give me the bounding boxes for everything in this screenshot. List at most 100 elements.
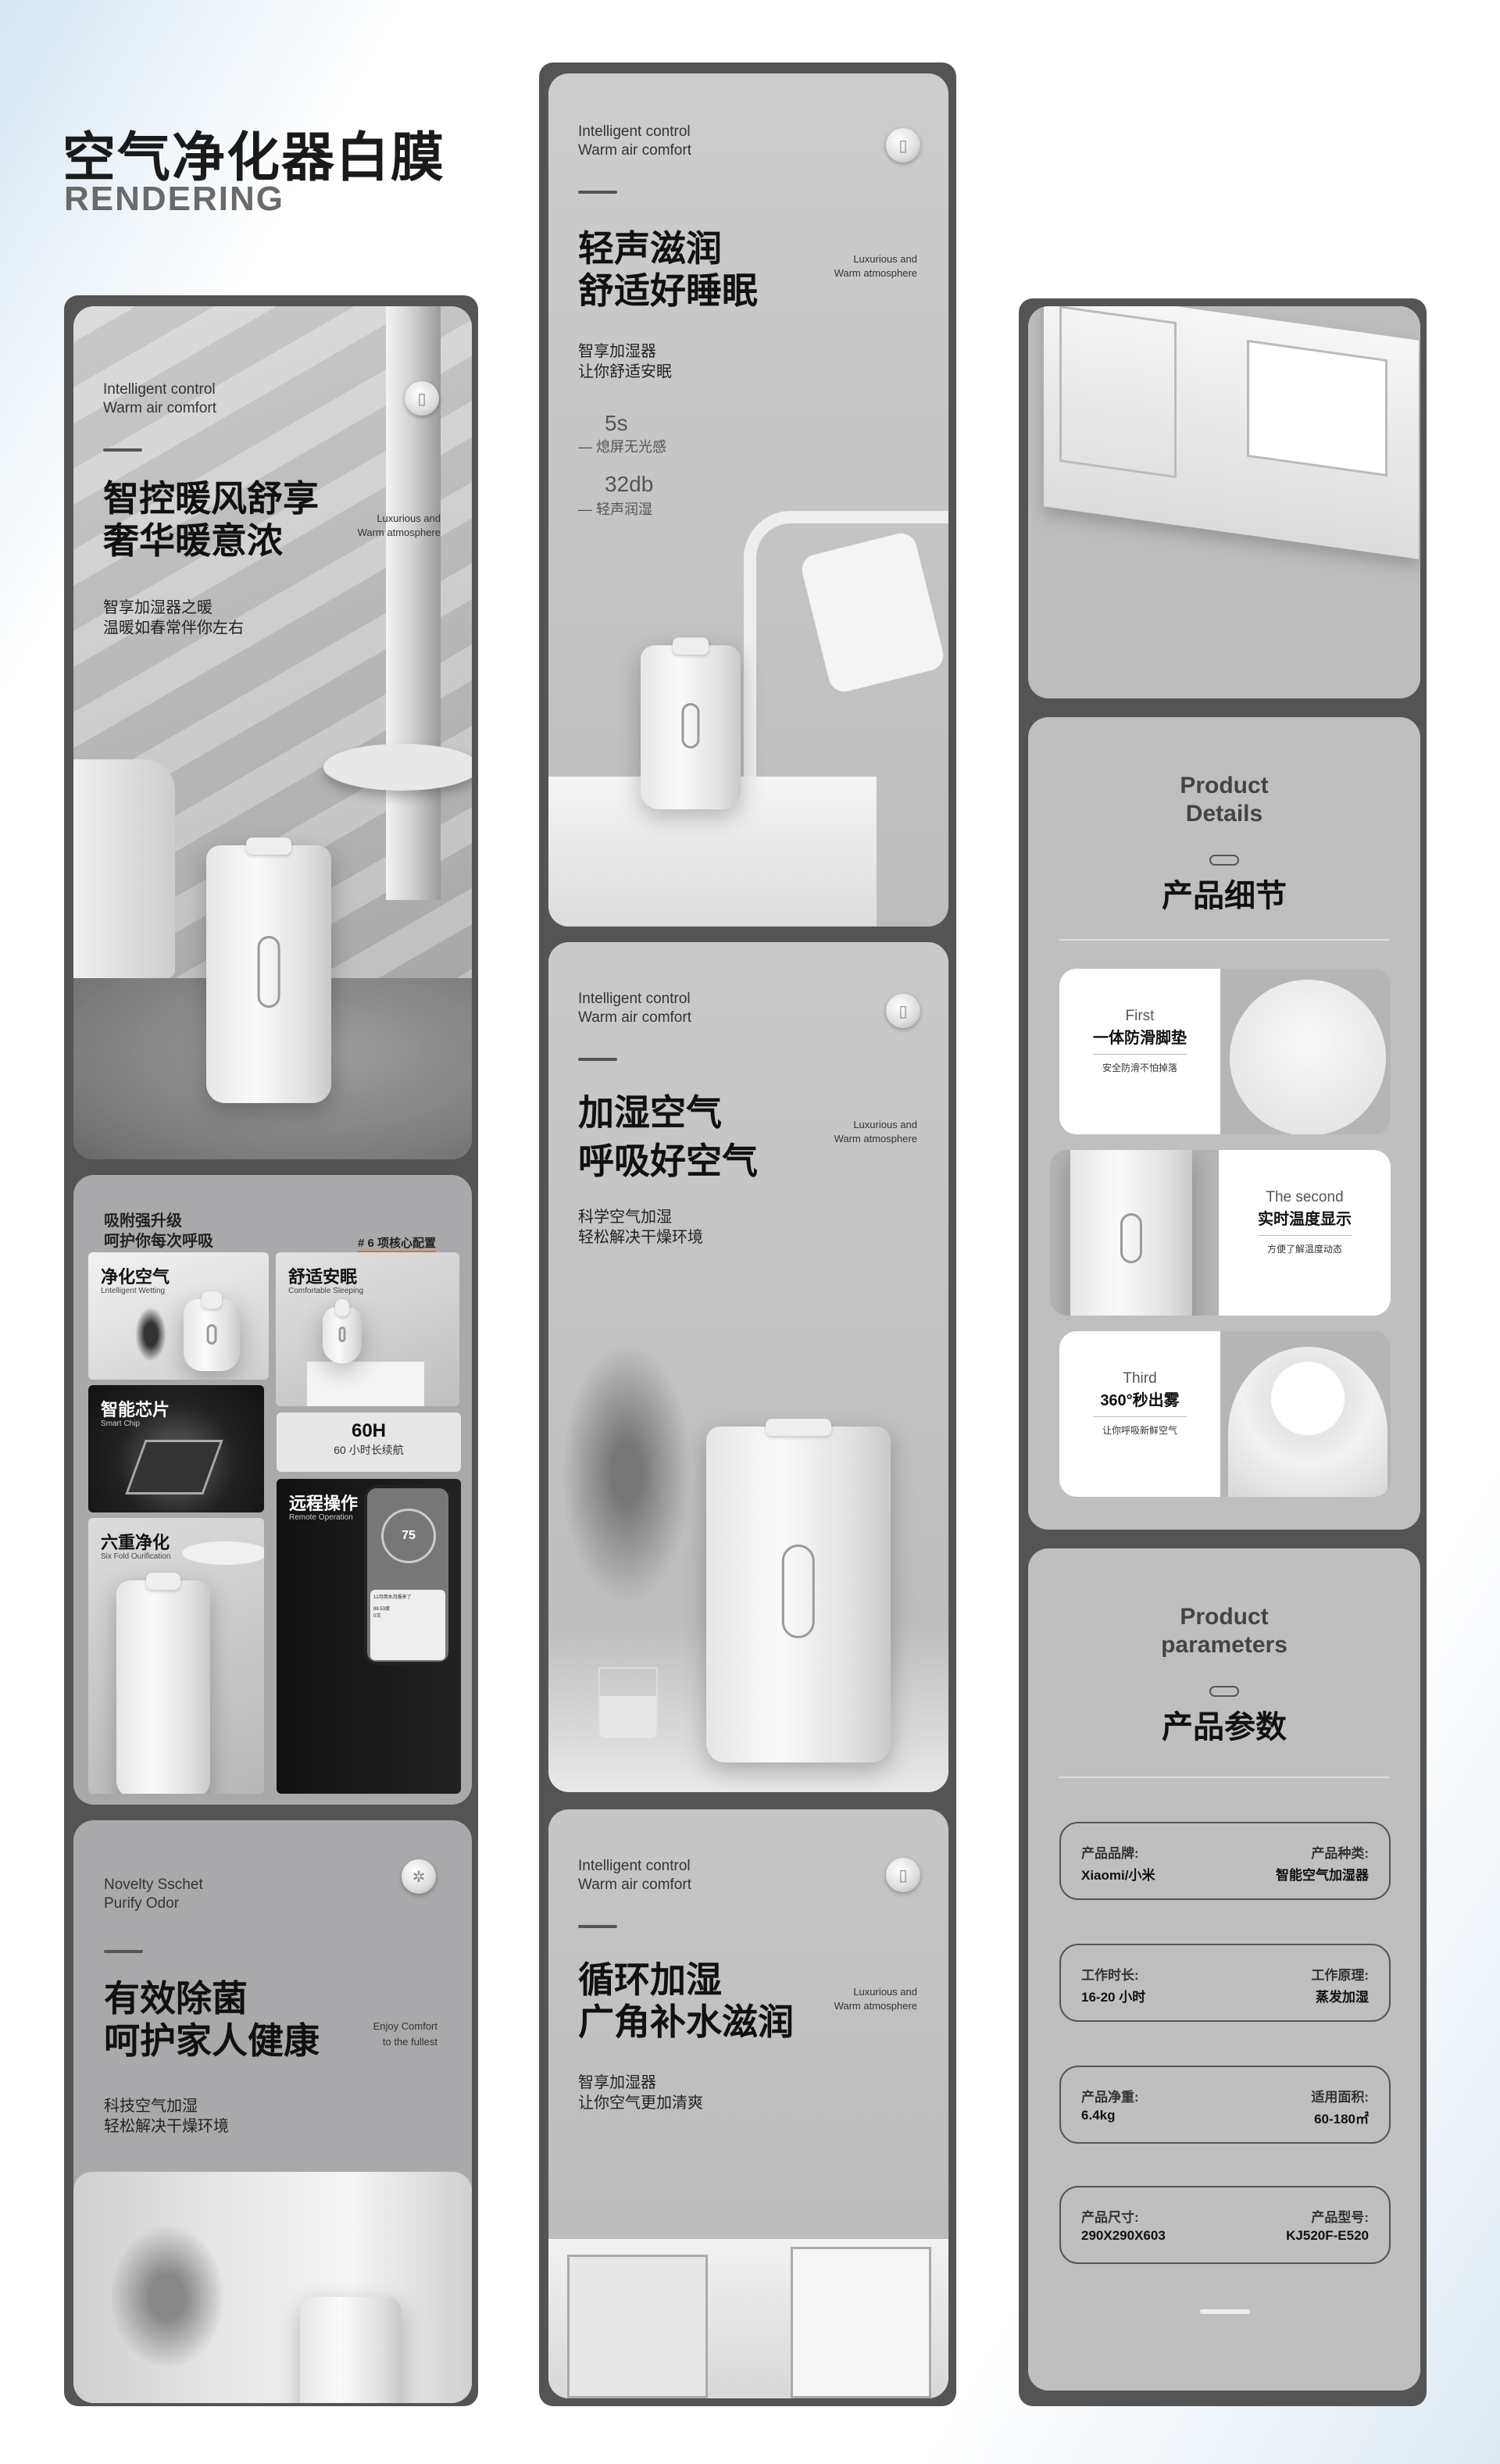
sterilize-sub-line2: 轻松解决干燥环境 [104, 2118, 229, 2135]
param-key: 产品种类: [1311, 1846, 1369, 1861]
room-model-image [1044, 306, 1419, 559]
divider-dash [578, 1925, 617, 1928]
hero-sub-line1: 智享加湿器之暖 [103, 599, 212, 616]
phone-mockup: 75 12月用水月报来了 88.53度 0次 [364, 1485, 452, 1665]
lux-line2: Warm atmosphere [834, 267, 917, 279]
sterilize-sub-line1: 科技空气加湿 [104, 2098, 198, 2115]
fern-plant [135, 1307, 166, 1362]
param-value: 蒸发加湿 [1316, 1990, 1369, 2005]
details-en-line1: Product [1180, 773, 1269, 798]
param-value: 60-180㎡ [1314, 2112, 1369, 2127]
room-scene-image [73, 2172, 472, 2403]
param-key: 工作原理: [1311, 1968, 1369, 1983]
details-en-line2: Details [1185, 801, 1263, 827]
product-params-panel: Product parameters 产品参数 [1028, 1548, 1420, 2391]
humidifier-badge-icon: ▯ [886, 1858, 920, 1892]
hero-en-line2: Warm air comfort [103, 400, 216, 416]
room-wall [1247, 339, 1388, 477]
humidify-en-line1: Intelligent control [578, 991, 691, 1007]
tile-comfort-sleep: 舒适安眠 Comfortable Sleeping [276, 1252, 459, 1406]
sofa [73, 759, 175, 978]
tile-subtitle: Remote Operation [289, 1513, 353, 1522]
card-ordinal: The second [1266, 1189, 1344, 1205]
card-subtitle: 方便了解温度动态 [1266, 1244, 1342, 1255]
card-title: 一体防滑脚垫 [1093, 1030, 1187, 1047]
sterilize-title-line2: 呵护家人健康 [104, 2020, 320, 2061]
divider-line [1059, 1777, 1389, 1778]
divider-dash [103, 448, 142, 452]
lux-line2: Warm atmosphere [357, 527, 441, 538]
humidifier-image [641, 637, 741, 809]
bottom-bar [1200, 2309, 1250, 2314]
fern-plant [105, 2219, 230, 2375]
tile-subtitle: Lntelligent Wetting [101, 1287, 166, 1295]
hero-title-line1: 智控暖风舒享 [103, 478, 319, 519]
pill-decoration [1209, 855, 1239, 866]
hero-title-line2: 奢华暖意浓 [103, 520, 283, 561]
humidifier-image [706, 1419, 891, 1762]
detail-card-2: The second 实时温度显示 方便了解温度动态 [1050, 1150, 1391, 1316]
sleep-panel: Intelligent control Warm air comfort 轻声滋… [548, 73, 948, 927]
hero-en-line1: Intelligent control [103, 381, 216, 398]
param-key: 产品尺寸: [1081, 2210, 1139, 2225]
humidify-panel: Intelligent control Warm air comfort 加湿空… [548, 942, 948, 1792]
params-title: 产品参数 [1162, 1710, 1287, 1744]
humidifier-badge-icon: ▯ [405, 381, 439, 416]
humidify-sub-line1: 科学空气加湿 [578, 1209, 672, 1226]
tile-title: 舒适安眠 [288, 1267, 358, 1287]
stat-label-text: 轻声润湿 [596, 502, 653, 517]
config-tag: # 6 项核心配置 [358, 1234, 437, 1252]
tile-title: 智能芯片 [101, 1400, 170, 1419]
circulate-en-line1: Intelligent control [578, 1858, 691, 1874]
page-subtitle: RENDERING [64, 180, 285, 218]
card-ordinal: First [1125, 1008, 1155, 1024]
card-subtitle: 安全防滑不怕掉落 [1102, 1062, 1177, 1073]
config-head-line1: 吸附强升级 [104, 1212, 182, 1230]
room-model-image [548, 2239, 948, 2398]
notice-usage: 88.53度 [373, 1607, 391, 1612]
config-head-line2: 呵护你每次呼吸 [104, 1233, 213, 1250]
lux-line2: Warm atmosphere [834, 2000, 917, 2012]
mist-top-image [1228, 1347, 1388, 1497]
details-title: 产品细节 [1162, 879, 1287, 913]
param-row: 产品净重: 6.4kg 适用面积: 60-180㎡ [1059, 2066, 1391, 2144]
tile-six-purify: 六重净化 Six Fold Ourification [88, 1518, 264, 1794]
humidifier-image [206, 837, 331, 1103]
humidify-title-line2: 呼吸好空气 [578, 1141, 758, 1181]
tile-subtitle: Comfortable Sleeping [288, 1287, 364, 1295]
tile-title: 六重净化 [101, 1533, 170, 1552]
glass-image [598, 1667, 658, 1739]
core-config-panel: 吸附强升级 呵护你每次呼吸 # 6 项核心配置 净化空气 Lntelligent… [73, 1175, 472, 1805]
detail-card-1: First 一体防滑脚垫 安全防滑不怕掉落 [1059, 969, 1391, 1134]
pill-decoration [1209, 1686, 1239, 1697]
detail-card-3: Third 360°秒出雾 让你呼吸新鲜空气 [1059, 1331, 1391, 1497]
card-title: 实时温度显示 [1258, 1211, 1352, 1228]
circulate-title-line2: 广角补水滋润 [578, 2002, 794, 2042]
divider-dash [104, 1950, 143, 1953]
lux-line1: Luxurious and [853, 1119, 917, 1130]
room-wall [1059, 306, 1177, 479]
card-subtitle: 让你呼吸新鲜空气 [1102, 1425, 1177, 1436]
tile-battery: 60H 60 小时长续航 [277, 1412, 461, 1472]
side-table [323, 744, 472, 791]
circulate-title-line1: 循环加湿 [578, 1959, 722, 2000]
param-row: 工作时长: 16-20 小时 工作原理: 蒸发加湿 [1059, 1944, 1391, 2022]
sleep-title-line1: 轻声滋润 [578, 228, 722, 269]
humidify-en-line2: Warm air comfort [578, 1009, 691, 1026]
params-en-line2: parameters [1161, 1632, 1288, 1658]
card-ordinal: Third [1123, 1370, 1157, 1387]
circulate-panel: Intelligent control Warm air comfort 循环加… [548, 1809, 948, 2398]
param-value: 智能空气加湿器 [1276, 1868, 1369, 1883]
table-top [182, 1541, 264, 1565]
sterilize-title-line1: 有效除菌 [104, 1978, 248, 2019]
param-value: 6.4kg [1081, 2108, 1116, 2123]
enjoy-line2: to the fullest [382, 2036, 438, 2048]
base-feet-image [1230, 980, 1386, 1134]
sterilize-en-line1: Novelty Sschet [104, 1877, 203, 1893]
room-panel [1028, 306, 1420, 698]
product-details-panel: Product Details 产品细节 First 一体防滑脚垫 安全防滑不怕… [1028, 717, 1420, 1530]
param-row: 产品品牌: Xiaomi/小米 产品种类: 智能空气加湿器 [1059, 1822, 1391, 1900]
chip-image [125, 1440, 223, 1494]
humidifier-image [300, 2297, 402, 2403]
sterilize-en-line2: Purify Odor [104, 1895, 180, 1912]
